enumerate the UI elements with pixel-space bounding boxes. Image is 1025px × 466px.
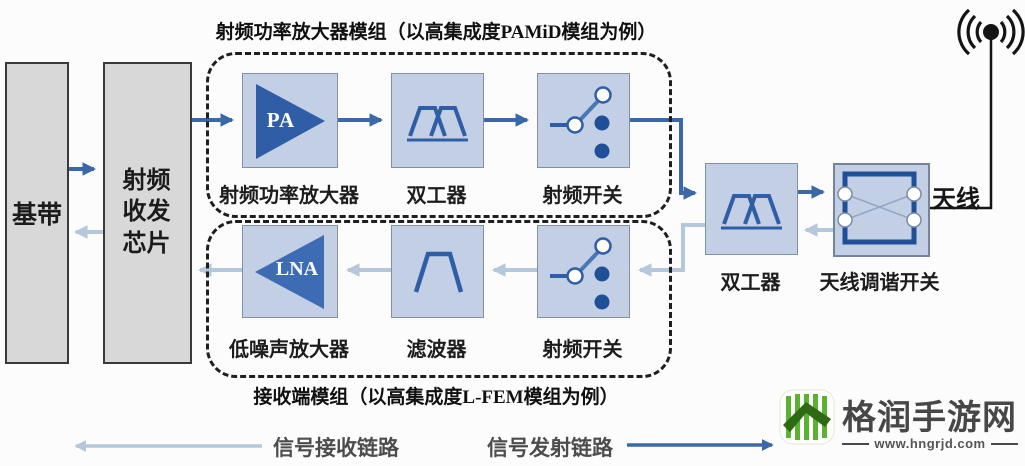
filter-block: [391, 225, 484, 318]
rf-switch-top-caption: 射频开关: [542, 185, 623, 207]
pa-block: PA: [242, 73, 338, 168]
legend-receive-label: 信号接收链路: [273, 436, 399, 460]
antenna-feed-line: [926, 38, 993, 210]
arrow-right-duplexer-to-bottom-switch: [637, 223, 705, 277]
url-rule-left: [842, 442, 870, 445]
rx-module-outline: [206, 220, 672, 378]
lna-amplifier-triangle-icon: [255, 235, 324, 309]
watermark-site-name: 格润手游网: [842, 399, 1017, 437]
rf-switch-icon: [550, 86, 612, 159]
site-logo-icon: [779, 389, 835, 445]
pa-caption: 射频功率放大器: [219, 185, 359, 207]
duplexer-right-block: [705, 163, 798, 255]
pa-module-outline: [206, 52, 672, 218]
pa-label: PA: [266, 108, 296, 132]
duplexer-dual-bandpass-icon: [407, 106, 468, 142]
duplexer-top-block: [391, 73, 484, 168]
duplexer-dual-bandpass-icon: [721, 194, 782, 230]
pa-amplifier-triangle-icon: [256, 84, 325, 159]
watermark: 格润手游网 www.hngrjd.com: [776, 386, 1025, 466]
url-rule-right: [990, 442, 1018, 445]
rx-module-title: 接收端模组（以高集成度L-FEM模组为例）: [253, 387, 619, 408]
rf-switch-top-block: [537, 73, 630, 168]
rf-transceiver-label: 射频收发芯片: [122, 168, 171, 257]
tuner-caption: 天线调谐开关: [819, 272, 940, 294]
baseband-block: 基带: [5, 62, 69, 364]
filter-caption: 滤波器: [406, 339, 467, 361]
arrow-switch-to-right-duplexer: [629, 118, 698, 200]
rf-switch-icon: [550, 237, 612, 310]
antenna-broadcast-icon: [957, 8, 1025, 56]
antenna-label: 天线: [932, 187, 980, 213]
watermark-site-url: www.hngrjd.com: [874, 436, 986, 451]
watermark-url-row: www.hngrjd.com: [842, 436, 1018, 451]
bandpass-filter-icon: [413, 251, 464, 293]
rf-transceiver-block: 射频收发芯片: [103, 62, 192, 364]
duplexer-top-caption: 双工器: [406, 185, 467, 207]
lna-label: LNA: [275, 258, 319, 280]
baseband-label: 基带: [11, 202, 62, 229]
legend-transmit-label: 信号发射链路: [487, 436, 613, 460]
lna-block: LNA: [242, 225, 338, 318]
antenna-tuning-switch-icon: [837, 171, 922, 245]
rf-switch-bottom-block: [537, 225, 630, 318]
rf-switch-bottom-caption: 射频开关: [542, 339, 623, 361]
duplexer-right-caption: 双工器: [720, 272, 781, 294]
antenna-tuner-block: [833, 163, 930, 257]
pa-module-title: 射频功率放大器模组（以高集成度PAMiD模组为例）: [215, 22, 657, 43]
lna-caption: 低噪声放大器: [229, 339, 349, 361]
